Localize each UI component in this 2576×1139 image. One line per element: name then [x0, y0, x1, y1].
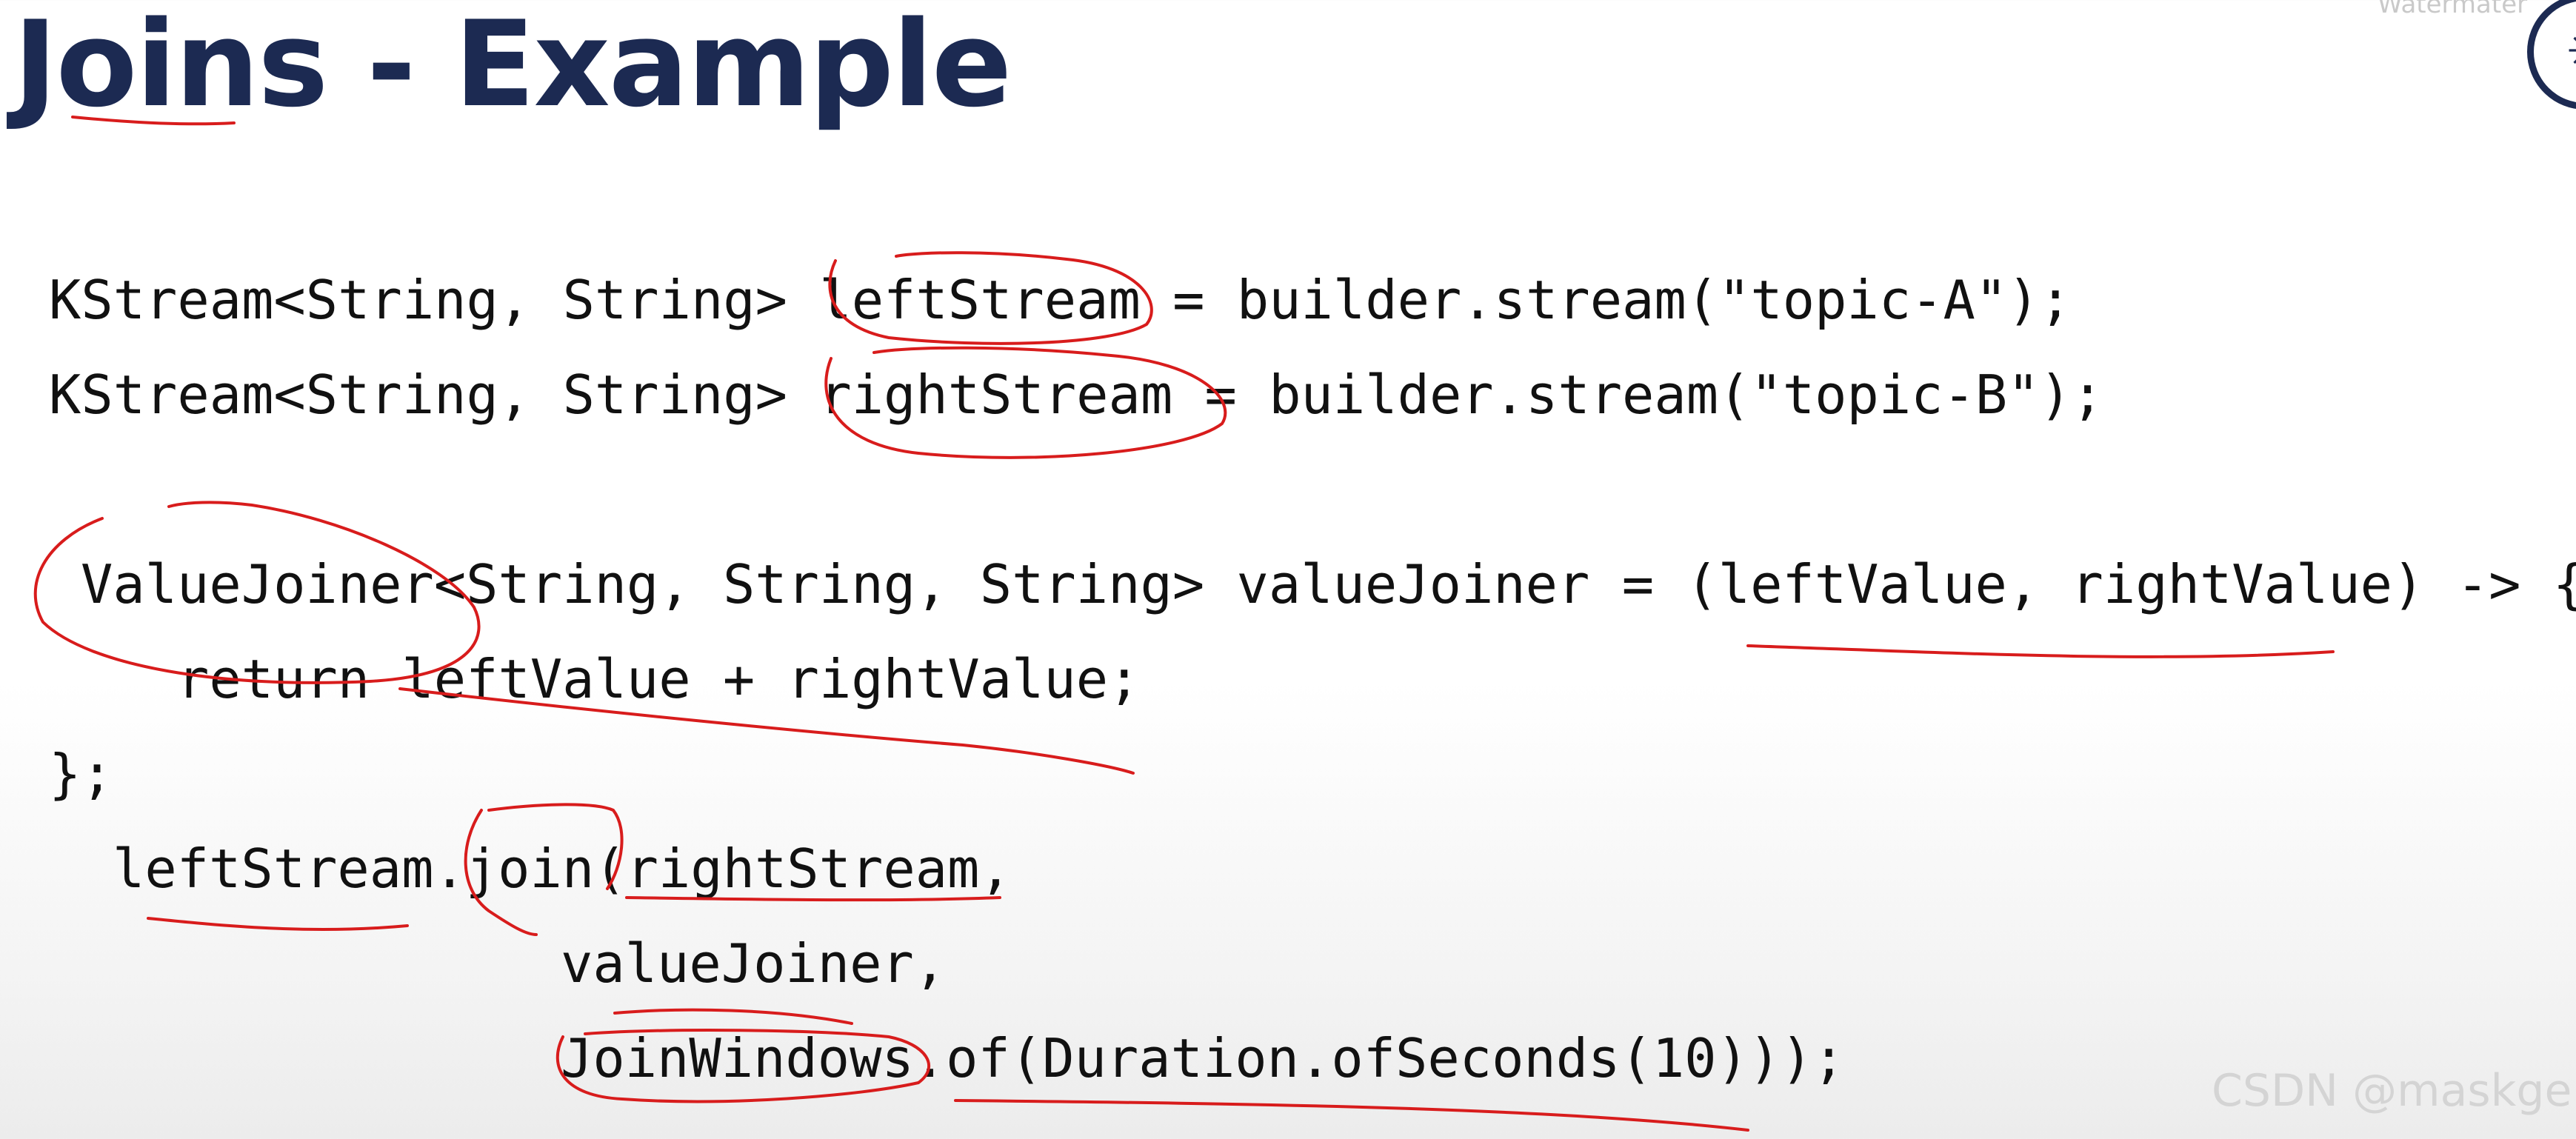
logo: ✳: [2527, 0, 2576, 110]
code-line-5: };: [49, 743, 113, 805]
joinwindows-overline-mark: [613, 1008, 853, 1025]
duration-underline-mark: [954, 1099, 1749, 1132]
slide-title: Joins - Example: [13, 0, 1012, 133]
code-line-4: return leftValue + rightValue;: [177, 648, 1141, 710]
code-line-8: JoinWindows.of(Duration.ofSeconds(10)));: [561, 1027, 1845, 1089]
csdn-watermark: CSDN @maskge: [2212, 1065, 2572, 1117]
code-line-1: KStream<String, String> leftStream = bui…: [49, 269, 2072, 331]
top-watermark-text: Watermater: [2378, 0, 2528, 19]
code-line-7: valueJoiner,: [561, 932, 947, 995]
code-line-6: leftStream.join(rightStream,: [113, 838, 1012, 900]
spark-burst-logo-icon: ✳: [2566, 27, 2576, 76]
lambda-params-underline-mark: [1746, 644, 2335, 658]
code-line-3: ValueJoiner<String, String, String> valu…: [81, 553, 2576, 615]
code-line-2: KStream<String, String> rightStream = bu…: [49, 364, 2104, 426]
leftstream-join-underline-mark: [147, 917, 409, 932]
